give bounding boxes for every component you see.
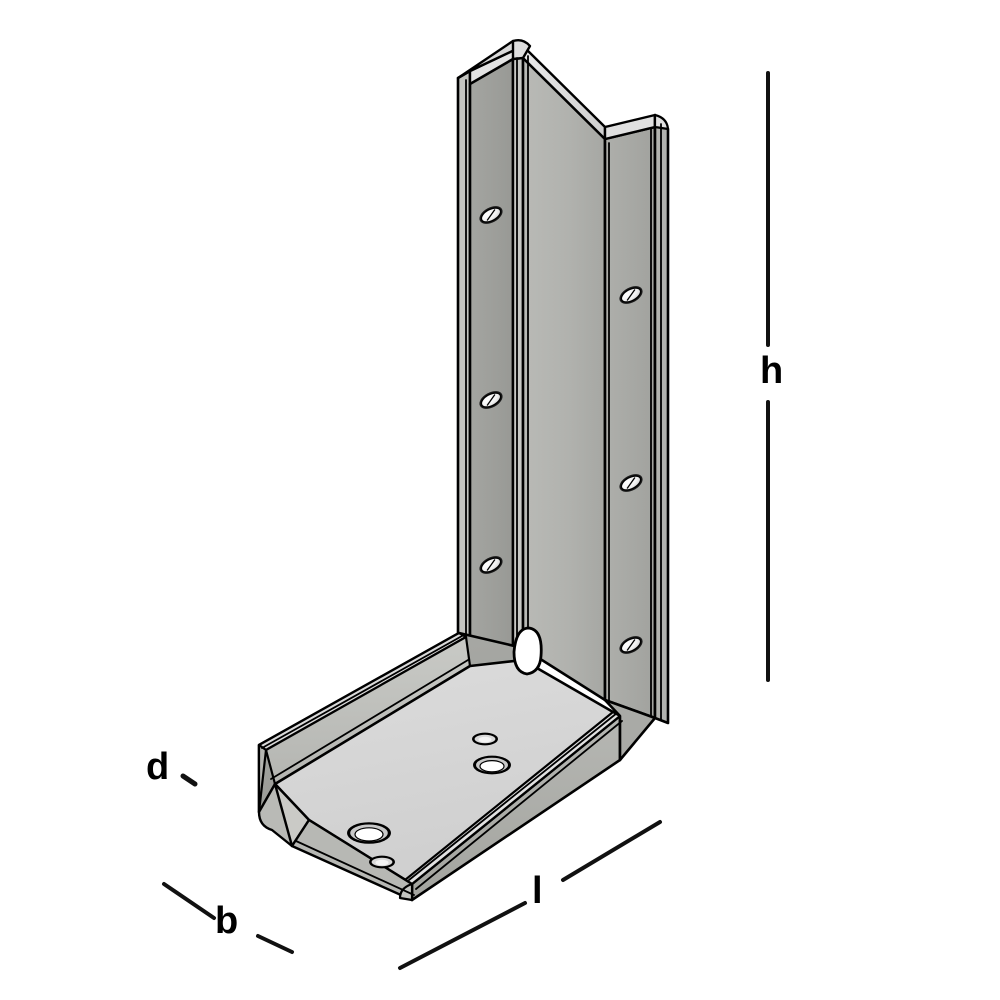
corner-relief-notch [512, 626, 543, 676]
hole-front-2 [479, 391, 503, 409]
vertical-leg-front-holes [479, 206, 503, 574]
vertical-leg-front-web [468, 57, 515, 668]
length-dimension-line-lower [398, 901, 527, 970]
hole-right-2 [619, 474, 643, 492]
vertical-leg-right-flange [603, 125, 657, 720]
hole-front-1 [479, 206, 503, 224]
hole-base-large-upper [473, 755, 511, 775]
vertical-leg-right-holes [619, 286, 643, 654]
base-right-connector [603, 698, 657, 762]
hole-base-small-upper [472, 732, 498, 746]
base-left-bottom-corner [257, 782, 294, 848]
depth-dimension-tick [180, 773, 198, 787]
length-dimension-line-upper [561, 820, 662, 882]
base-plate-holes [347, 732, 511, 869]
breadth-dimension-line-lower [256, 934, 294, 954]
vertical-leg-crease-lines [465, 55, 662, 721]
length-dimension-label: l [532, 870, 543, 912]
vertical-leg [456, 38, 670, 725]
height-dimension-label: h [760, 350, 784, 392]
vertical-leg-left-outer-flange [456, 69, 472, 668]
hole-front-3 [479, 556, 503, 574]
hole-right-1 [619, 286, 643, 304]
base-crease-lines [261, 635, 623, 896]
vertical-leg-inner-web [521, 56, 607, 702]
breadth-dimension-label: b [215, 900, 239, 942]
depth-dimension-label: d [146, 746, 170, 788]
hole-base-large-lower [347, 822, 391, 844]
vertical-leg-top-apex-cap [511, 38, 532, 61]
hole-right-3 [619, 636, 643, 654]
vertical-leg-right-top-corner [653, 113, 670, 131]
breadth-dimension-line-upper [162, 882, 216, 920]
vertical-leg-corner-crease [511, 56, 525, 652]
hole-base-small-lower [369, 855, 395, 869]
dimension-lines [162, 71, 770, 970]
